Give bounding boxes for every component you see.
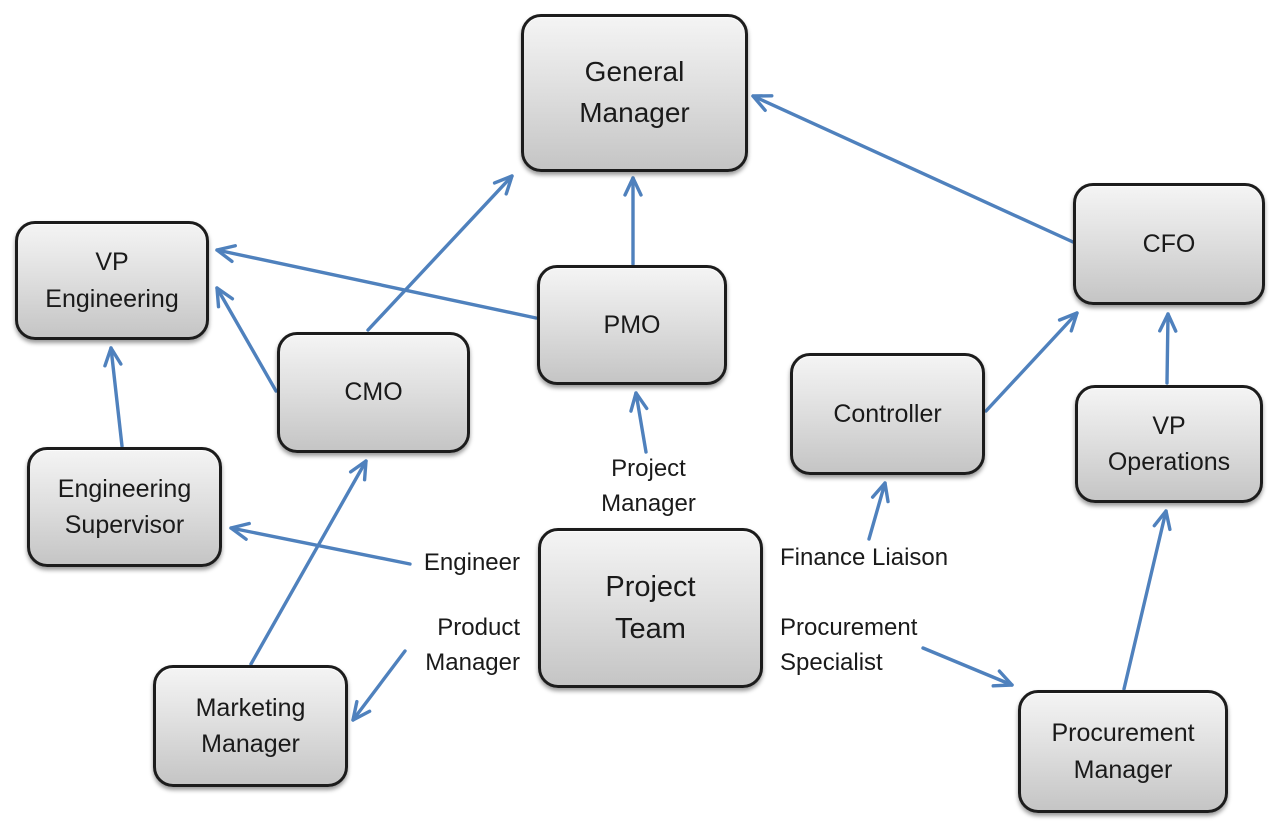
- engineer-label: Engineer: [400, 546, 520, 576]
- vp-operations-text: VP Operations: [1107, 411, 1231, 476]
- marketing-manager-box: Marketing Manager: [153, 665, 348, 787]
- arrow-project-manager-to-pmo: [629, 391, 649, 454]
- arrow-marketing-manager-to-cmo: [249, 459, 368, 666]
- engineering-supervisor-text: Engineering Supervisor: [57, 474, 192, 539]
- general-manager-box: General Manager: [521, 14, 748, 172]
- arrow-cmo-to-vp-engineering: [215, 286, 278, 393]
- vp-engineering-box: VP Engineering: [15, 221, 209, 340]
- cfo-box: CFO: [1073, 183, 1265, 305]
- arrow-procurement-specialist-to-procurement-manager: [921, 646, 1014, 688]
- pmo-box: PMO: [537, 265, 727, 385]
- arrow-vp-operations-to-cfo: [1158, 312, 1178, 385]
- project-team-text: Project Team: [605, 570, 696, 645]
- product-manager-label: Product Manager: [400, 611, 520, 681]
- vp-operations-box: VP Operations: [1075, 385, 1263, 503]
- procurement-manager-text: Procurement Manager: [1051, 719, 1195, 784]
- cfo-text: CFO: [1142, 229, 1196, 258]
- cmo-box: CMO: [277, 332, 470, 453]
- project-manager-text: Project Manager: [601, 455, 696, 517]
- procurement-manager-box: Procurement Manager: [1018, 690, 1228, 813]
- controller-box: Controller: [790, 353, 985, 475]
- project-team-box: Project Team: [538, 528, 763, 688]
- arrow-product-manager-to-marketing-manager: [351, 649, 407, 722]
- arrow-cfo-to-general-manager: [751, 94, 1075, 244]
- project-manager-label: Project Manager: [586, 452, 711, 522]
- arrow-controller-to-cfo: [984, 311, 1079, 413]
- pmo-text: PMO: [603, 310, 661, 339]
- vp-engineering-text: VP Engineering: [45, 248, 179, 313]
- procurement-specialist-label: Procurement Specialist: [780, 611, 955, 681]
- general-manager-text: General Manager: [579, 56, 690, 128]
- arrow-cmo-to-general-manager: [366, 174, 514, 332]
- controller-text: Controller: [833, 399, 942, 428]
- finance-liaison-text: Finance Liaison: [780, 544, 949, 571]
- arrow-finance-liaison-to-controller: [867, 481, 890, 541]
- marketing-manager-text: Marketing Manager: [195, 693, 306, 758]
- arrow-engineering-supervisor-to-vp-engineering: [103, 346, 124, 448]
- product-manager-text: Product Manager: [425, 614, 520, 676]
- engineer-text: Engineer: [423, 549, 520, 576]
- arrow-engineer-to-engineering-supervisor: [229, 521, 412, 566]
- finance-liaison-label: Finance Liaison: [780, 541, 975, 571]
- arrow-procurement-manager-to-vp-operations: [1122, 509, 1172, 691]
- engineering-supervisor-box: Engineering Supervisor: [27, 447, 222, 567]
- cmo-text: CMO: [344, 378, 403, 407]
- procurement-specialist-text: Procurement Specialist: [780, 614, 918, 676]
- arrow-pmo-to-vp-engineering: [215, 244, 538, 320]
